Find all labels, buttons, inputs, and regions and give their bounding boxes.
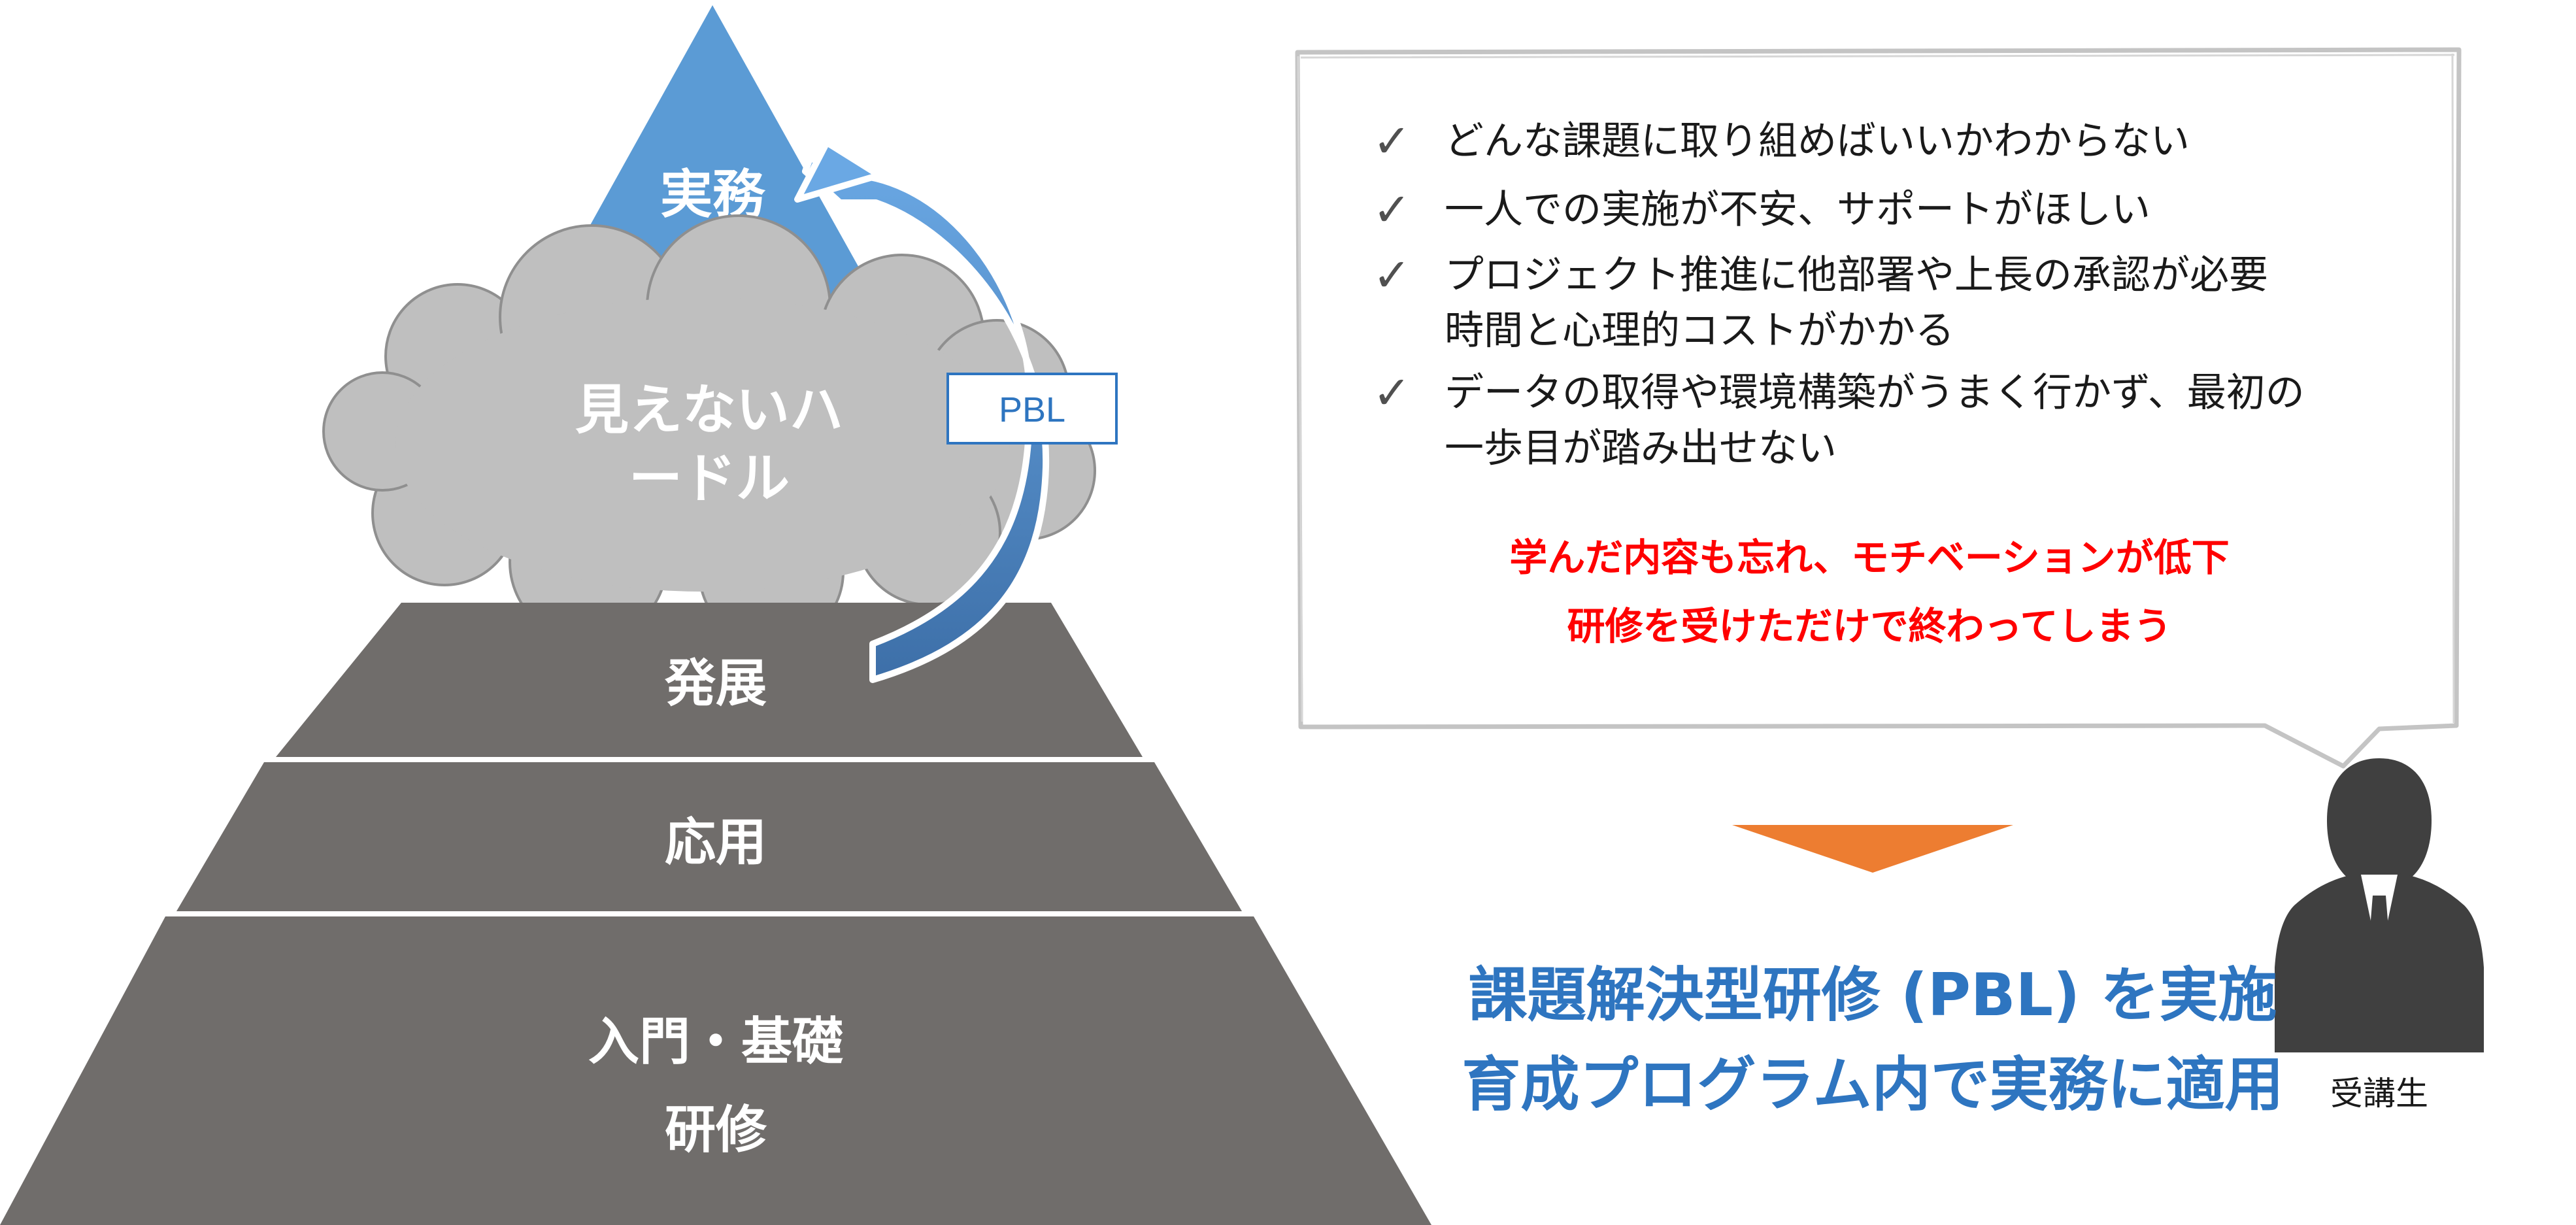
checklist-item-4-line1: データの取得や環境構築がうまく行かず、最初の — [1445, 370, 2305, 416]
hurdle-label-line1: 見えないハ — [575, 379, 843, 441]
checklist-item-3-line1: プロジェクト推進に他部署や上長の承認が必要 — [1445, 252, 2268, 298]
checklist-item-4-line2: 一歩目が踏み出せない — [1445, 426, 1837, 471]
solution-line-2: 育成プログラム内で実務に適用 — [1462, 1050, 2283, 1119]
level-applied-label: 応用 — [665, 813, 767, 872]
hurdle-label-line2: ードル — [629, 448, 790, 510]
trainee-label: 受講生 — [2330, 1075, 2428, 1113]
pbl-arrow-head — [794, 139, 882, 203]
level-basic-label-line1: 入門・基礎 — [588, 1013, 843, 1071]
warning-line-1: 学んだ内容も忘れ、モチベーションが低下 — [1509, 535, 2229, 580]
speech-bubble — [1295, 47, 2462, 769]
check-icon: ✓ — [1373, 183, 1411, 237]
warning-line-2: 研修を受けただけで終わってしまう — [1567, 604, 2171, 648]
level-basic — [0, 916, 1431, 1225]
practice-label: 実務 — [660, 164, 766, 225]
checklist: ✓ どんな課題に取り組めばいいかわからない ✓ 一人での実施が不安、サポートがほ… — [1373, 114, 2305, 471]
checklist-item-1: どんな課題に取り組めばいいかわからない — [1445, 118, 2190, 164]
level-applied — [176, 762, 1242, 911]
solution-line-1: 課題解決型研修 (PBL) を実施 — [1469, 961, 2277, 1030]
trainee-icon — [2275, 758, 2484, 1052]
pbl-box-label: PBL — [999, 390, 1065, 429]
check-icon: ✓ — [1373, 114, 1411, 168]
checklist-item-2: 一人での実施が不安、サポートがほしい — [1445, 187, 2150, 233]
checklist-item-3-line2: 時間と心理的コストがかかる — [1445, 308, 1954, 354]
pbl-arrow — [802, 154, 1050, 683]
speech-bubble-sketch — [1297, 53, 2455, 724]
check-icon: ✓ — [1373, 366, 1411, 420]
check-icon: ✓ — [1373, 248, 1411, 302]
down-arrow — [1732, 825, 2013, 873]
practice-triangle — [544, 5, 881, 307]
level-advanced-label: 発展 — [664, 654, 767, 713]
level-basic-label-line2: 研修 — [665, 1101, 767, 1160]
pbl-box — [946, 373, 1118, 445]
